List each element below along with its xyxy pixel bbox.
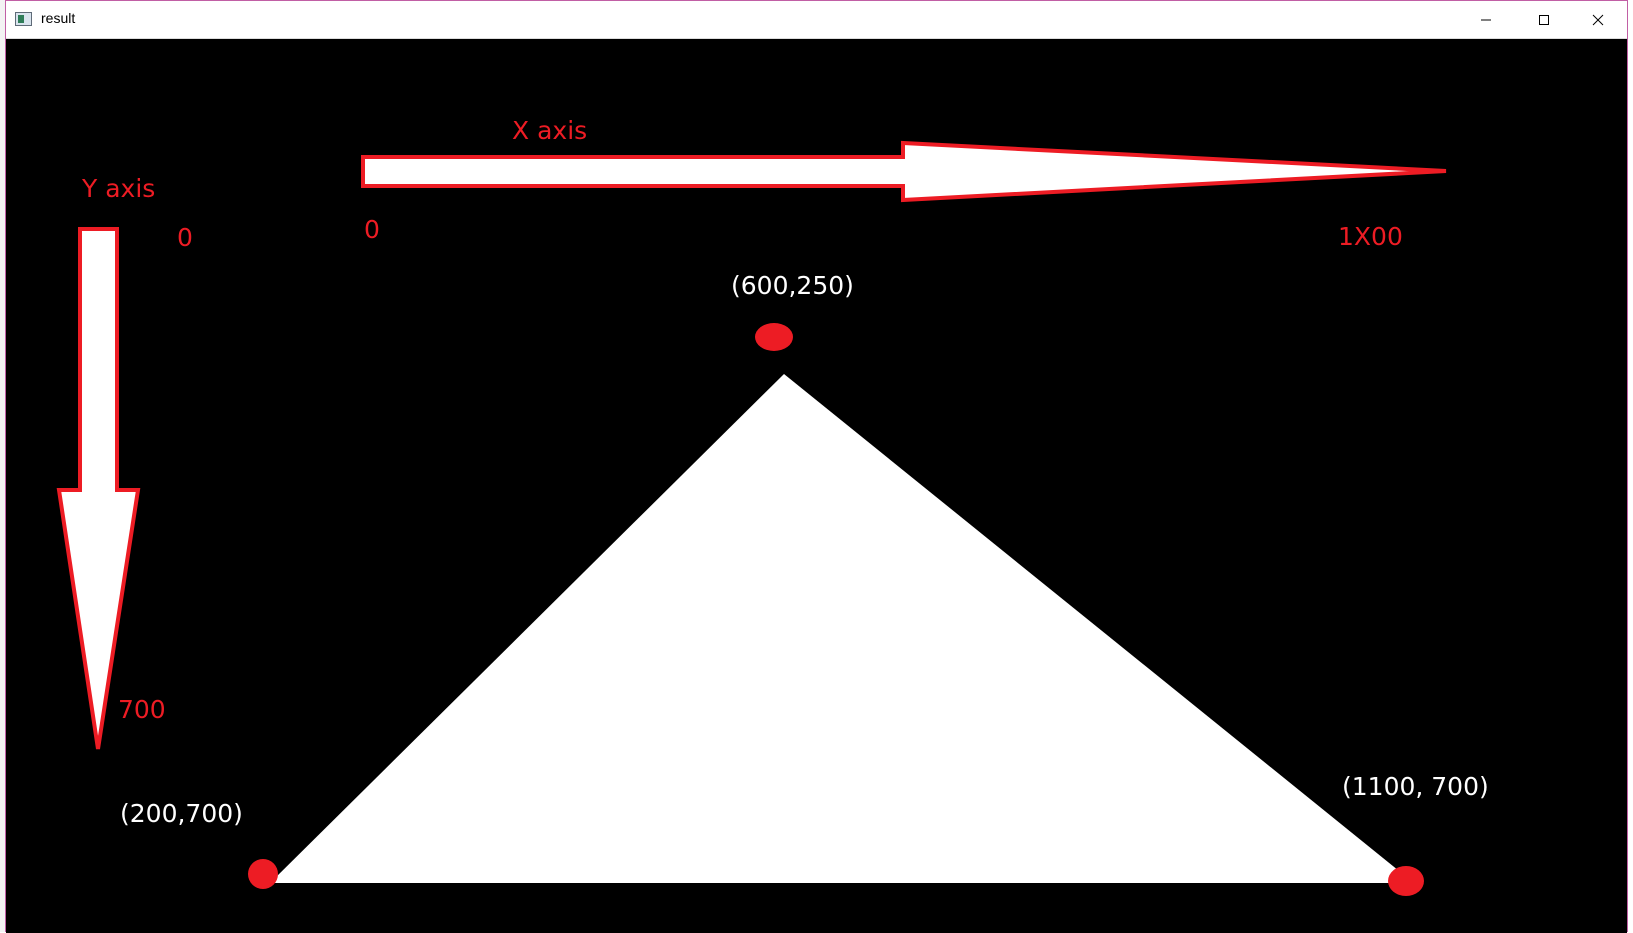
vertex-label-top: (600,250) — [731, 271, 854, 300]
image-canvas: X axis Y axis 0 1X00 0 700 (600,250) (20… — [6, 39, 1627, 933]
y-axis-arrow — [56, 227, 141, 750]
y-axis-label: Y axis — [82, 174, 156, 203]
x-axis-label: X axis — [512, 116, 588, 145]
vertex-dot-top — [755, 323, 793, 351]
close-icon — [1592, 14, 1604, 26]
x-axis-end-value: 1X00 — [1338, 222, 1403, 251]
white-triangle — [270, 374, 1414, 883]
x-axis-arrow — [361, 140, 1447, 203]
close-button[interactable] — [1569, 1, 1627, 39]
vertex-dot-left — [248, 859, 278, 889]
y-axis-end-value: 700 — [118, 695, 166, 724]
vertex-label-left: (200,700) — [120, 799, 243, 828]
vertex-label-right: (1100, 700) — [1342, 772, 1489, 801]
app-window-icon — [15, 12, 32, 26]
maximize-button[interactable] — [1515, 1, 1573, 39]
maximize-icon — [1539, 15, 1549, 25]
vertex-dot-right — [1388, 866, 1424, 896]
y-axis-start-value: 0 — [177, 223, 193, 252]
result-window: result X axis Y axis — [5, 0, 1628, 933]
x-axis-start-value: 0 — [364, 215, 380, 244]
drawing-surface — [56, 140, 1447, 896]
window-title: result — [41, 10, 76, 26]
minimize-icon — [1481, 19, 1491, 21]
title-bar[interactable]: result — [6, 1, 1627, 39]
minimize-button[interactable] — [1457, 1, 1515, 39]
